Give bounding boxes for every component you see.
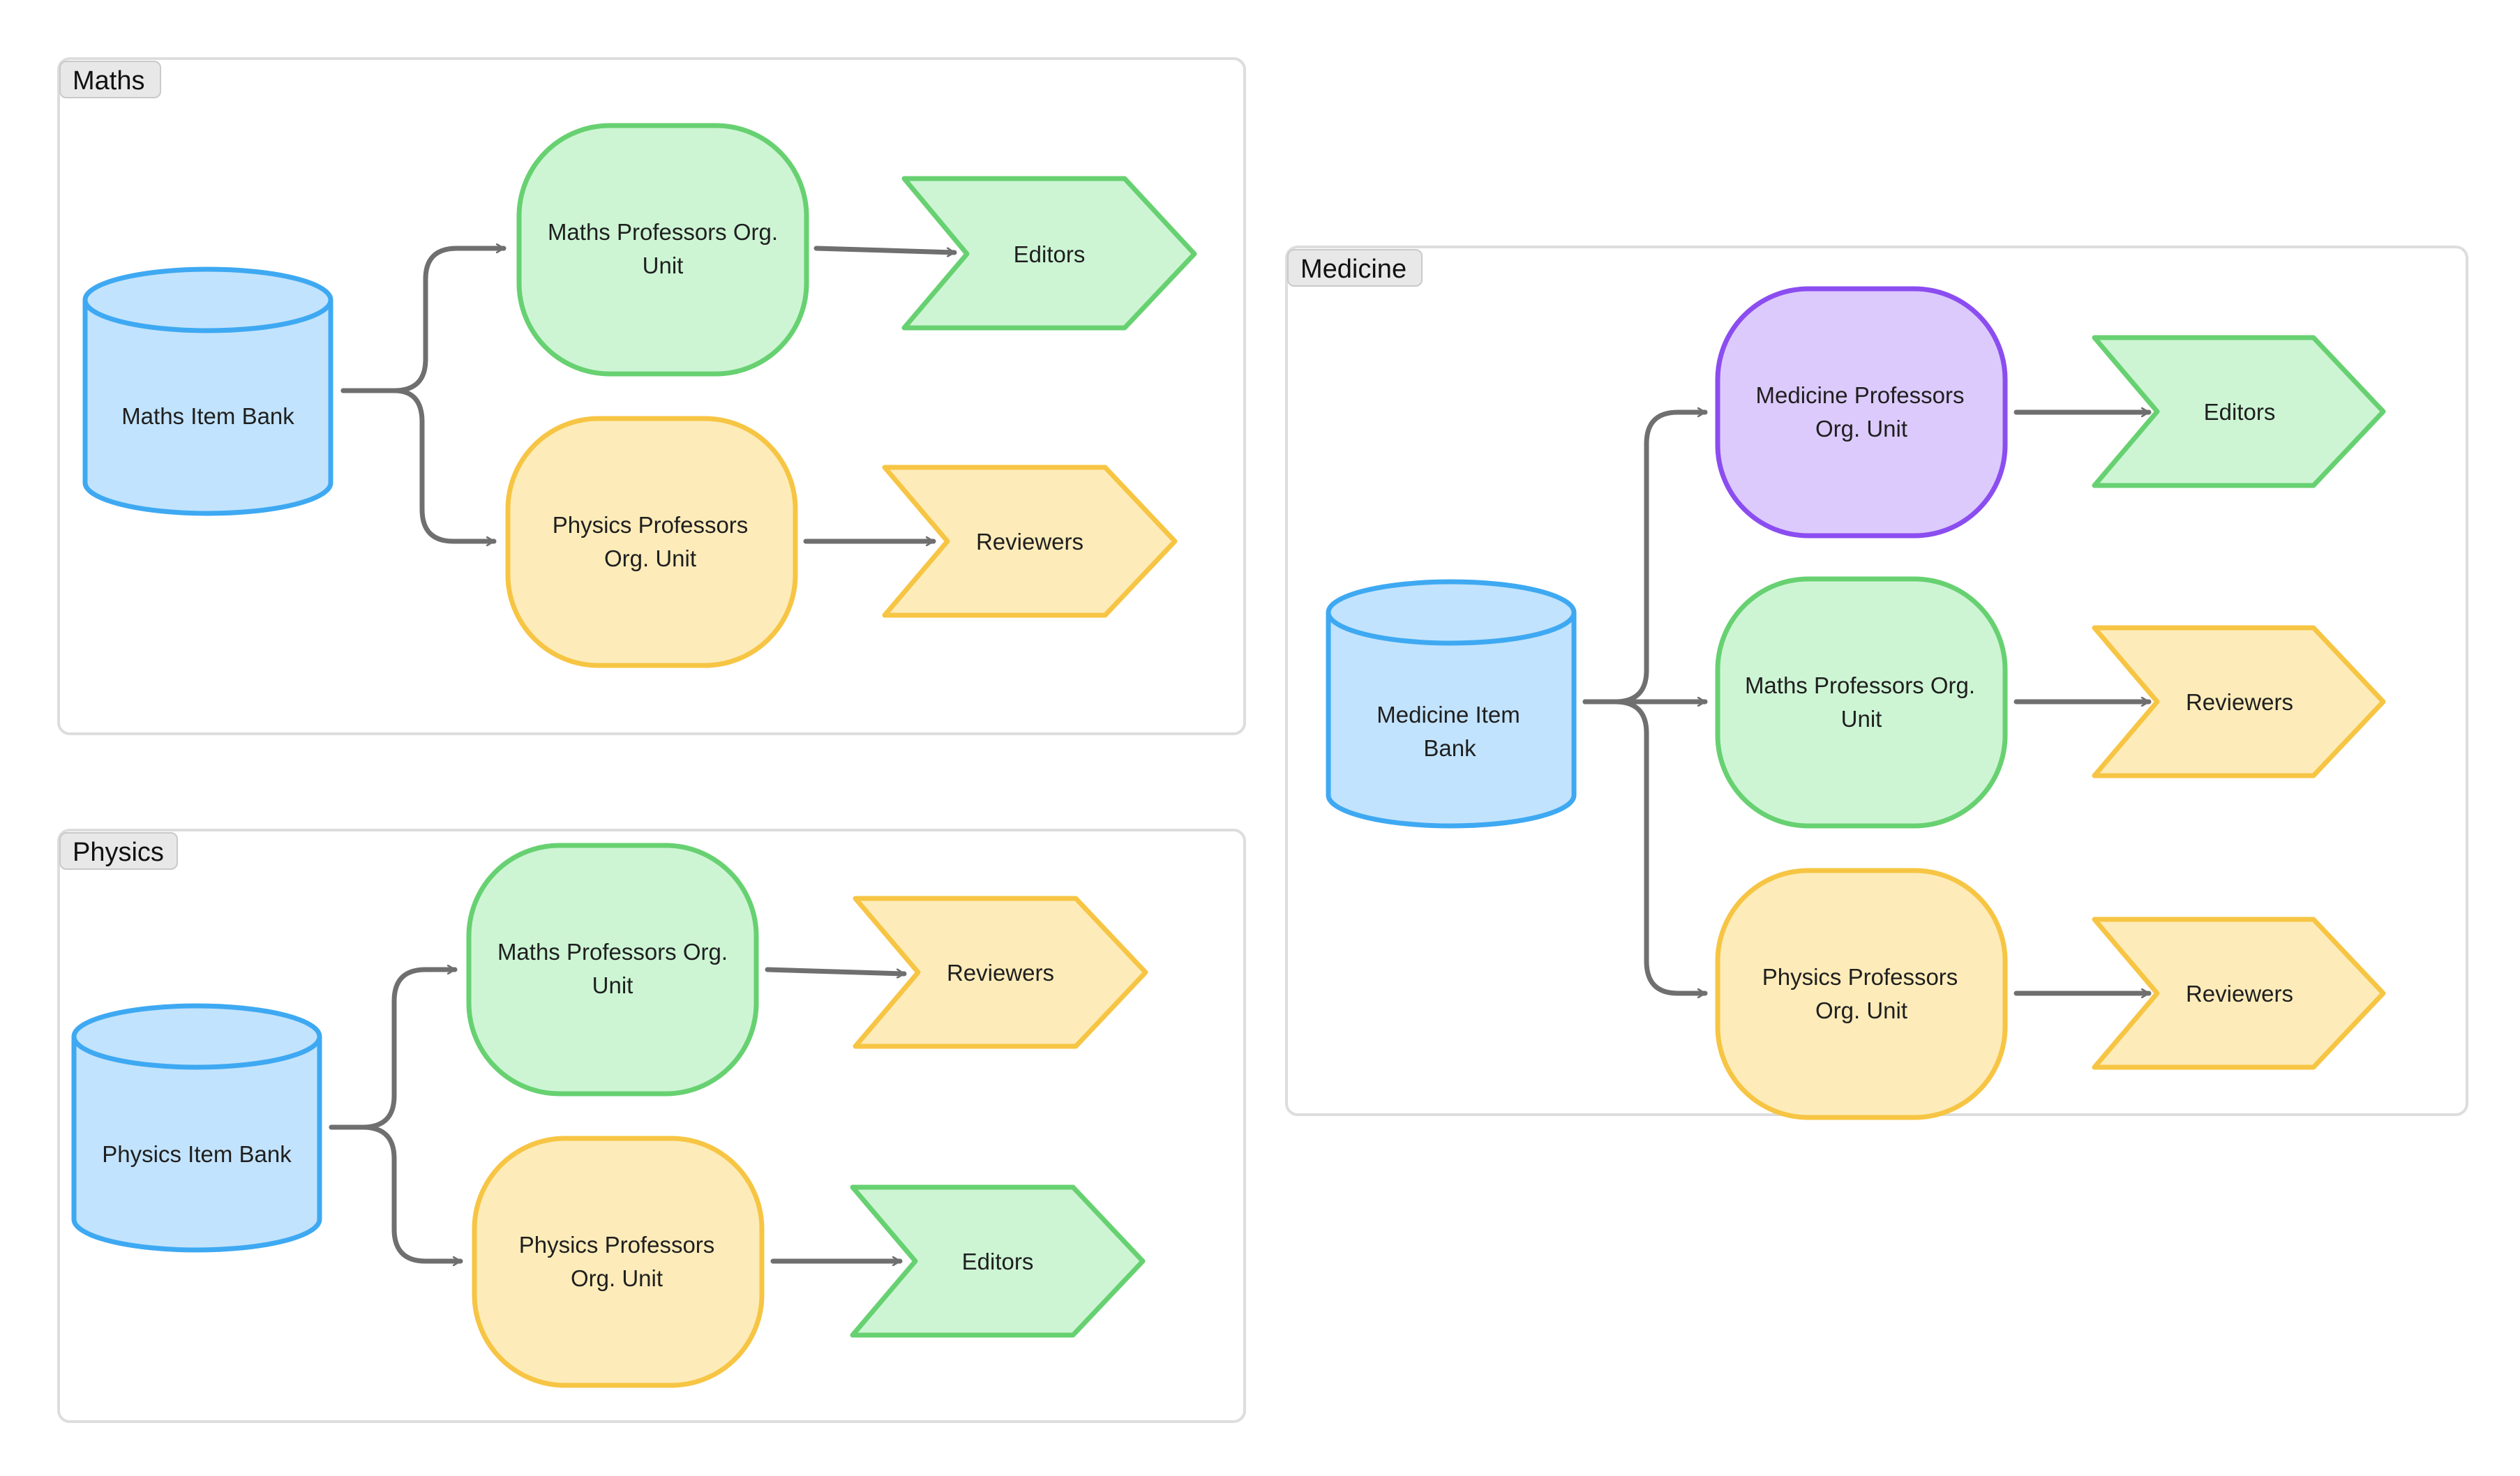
org-unit-maths-professors[interactable]: Maths Professors Org. Unit: [516, 123, 809, 377]
group-medicine[interactable]: Medicine Medicine Item Bank Medicine Pro…: [1285, 246, 2468, 1120]
group-maths[interactable]: Maths Maths Item Bank Maths Professors O…: [57, 57, 1246, 735]
connector-bank-to-unit-bottom: [329, 1124, 463, 1261]
org-unit-label-line1: Maths Professors Org.: [1745, 672, 1975, 698]
group-label-badge: [59, 832, 178, 870]
org-unit-physics-professors[interactable]: Physics Professors Org. Unit: [472, 1136, 765, 1388]
role-label: Reviewers: [2186, 689, 2293, 715]
org-unit-label-line2: Unit: [1841, 706, 1882, 732]
connector-unit-top-to-role: [813, 246, 957, 253]
group-label-badge: [59, 61, 161, 98]
item-bank-label-line2: Bank: [1423, 735, 1476, 761]
role-reviewers[interactable]: Reviewers: [853, 896, 1148, 1049]
role-label: Editors: [962, 1249, 1034, 1274]
org-unit-maths-professors[interactable]: Maths Professors Org. Unit: [466, 843, 759, 1097]
item-bank-database[interactable]: Maths Item Bank: [82, 266, 333, 516]
group-title: Medicine: [1300, 255, 1407, 284]
connectors: [329, 967, 907, 1261]
role-label: Reviewers: [2186, 981, 2293, 1007]
role-label: Editors: [1014, 241, 1086, 267]
role-editors[interactable]: Editors: [901, 176, 1197, 331]
org-unit-label-line1: Physics Professors: [553, 512, 749, 538]
item-bank-label: Maths Item Bank: [121, 403, 294, 429]
item-bank-label-line1: Medicine Item: [1377, 702, 1520, 728]
connector-bank-to-unit-top: [340, 248, 507, 393]
org-unit-label-line1: Physics Professors: [1762, 964, 1958, 990]
group-title: Physics: [73, 838, 164, 867]
item-bank-label: Physics Item Bank: [102, 1141, 292, 1167]
connector-bank-to-unit-bottom: [1582, 699, 1708, 993]
connector-bank-to-unit-bottom: [340, 388, 497, 541]
org-unit-medicine-professors[interactable]: Medicine Professors Org. Unit: [1715, 286, 2008, 539]
role-reviewers[interactable]: Reviewers: [2092, 917, 2386, 1070]
org-unit-label-line1: Maths Professors Org.: [548, 219, 778, 245]
connectors: [1582, 412, 2152, 993]
org-unit-label-line2: Org. Unit: [1815, 997, 1907, 1023]
role-label: Editors: [2204, 399, 2276, 425]
org-unit-label-line1: Medicine Professors: [1756, 382, 1965, 408]
org-unit-label-line2: Unit: [643, 253, 684, 278]
role-label: Reviewers: [947, 960, 1054, 986]
role-editors[interactable]: Editors: [850, 1184, 1146, 1338]
role-reviewers[interactable]: Reviewers: [2092, 625, 2386, 778]
connector-unit-top-to-role: [765, 967, 907, 974]
org-unit-label-line2: Org. Unit: [571, 1265, 663, 1291]
connector-bank-to-unit-top: [329, 970, 458, 1130]
org-unit-physics-professors[interactable]: Physics Professors Org. Unit: [1715, 868, 2008, 1120]
item-bank-database[interactable]: Medicine Item Bank: [1326, 579, 1577, 829]
role-reviewers[interactable]: Reviewers: [882, 465, 1178, 618]
item-bank-database[interactable]: Physics Item Bank: [71, 1003, 322, 1253]
org-unit-label-line2: Org. Unit: [604, 545, 696, 571]
group-title: Maths: [73, 66, 144, 96]
org-unit-physics-professors[interactable]: Physics Professors Org. Unit: [505, 416, 798, 668]
org-unit-label-line1: Physics Professors: [519, 1232, 715, 1258]
connectors: [340, 246, 957, 541]
org-unit-maths-professors[interactable]: Maths Professors Org. Unit: [1715, 576, 2008, 829]
org-unit-label-line2: Unit: [592, 972, 633, 998]
role-label: Reviewers: [976, 529, 1083, 555]
role-editors[interactable]: Editors: [2092, 335, 2386, 488]
group-physics[interactable]: Physics Physics Item Bank Maths Professo…: [57, 829, 1246, 1423]
org-unit-label-line2: Org. Unit: [1815, 416, 1907, 442]
group-label-badge: [1287, 249, 1423, 287]
org-unit-label-line1: Maths Professors Org.: [497, 939, 728, 965]
